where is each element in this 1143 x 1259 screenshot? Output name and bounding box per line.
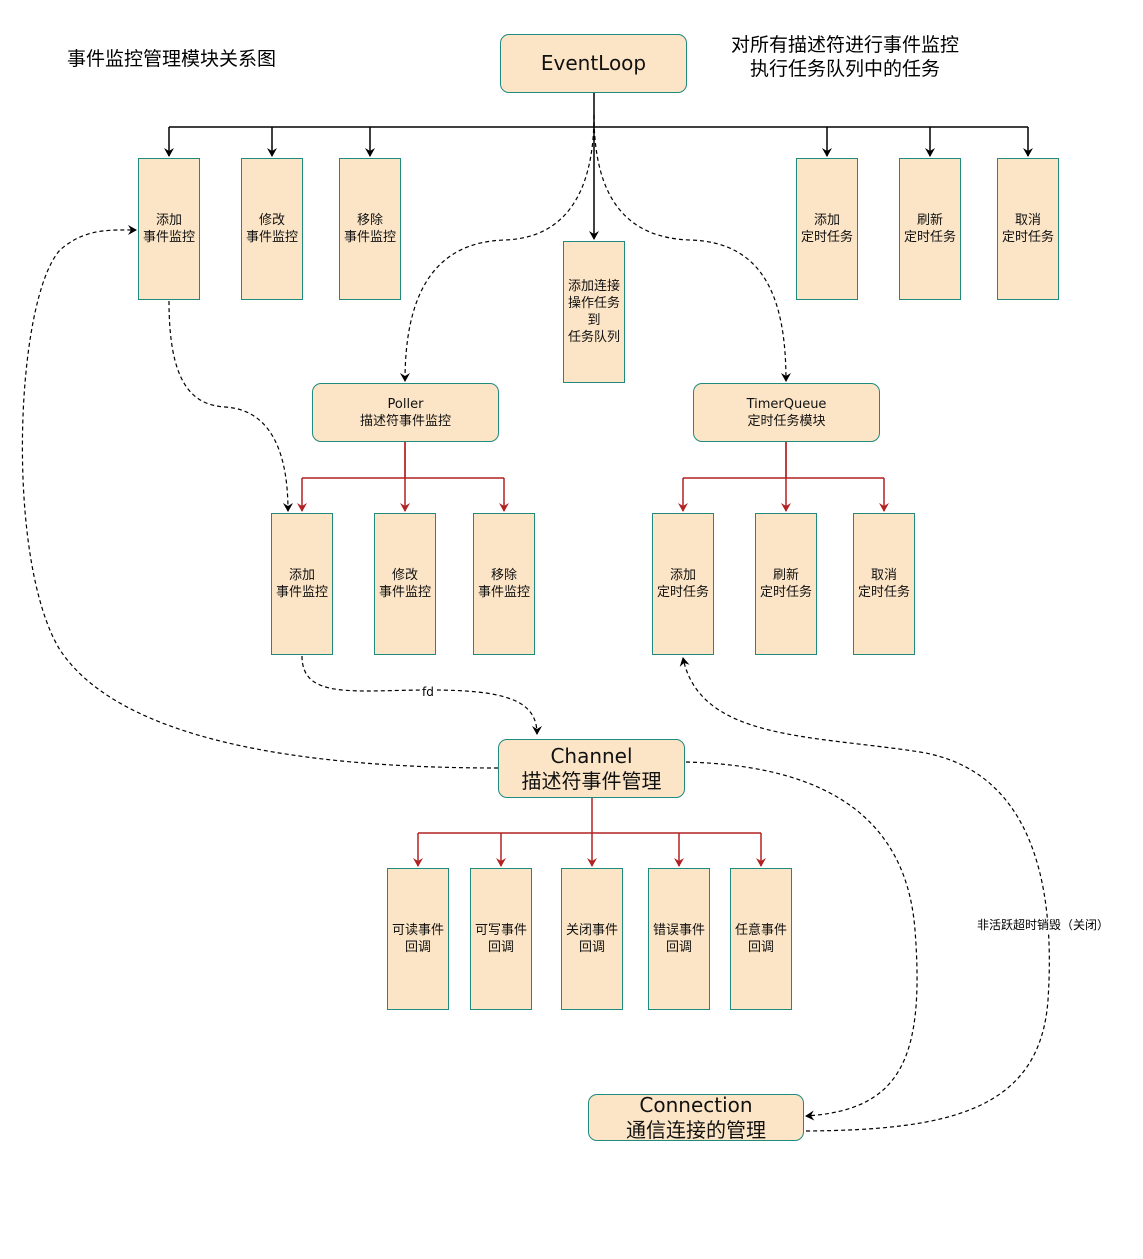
edge-eventloop-to-poller xyxy=(400,114,595,382)
diagram-title: 事件监控管理模块关系图 xyxy=(67,48,277,70)
edge-eventloop-to-timerqueue xyxy=(593,114,791,382)
top-cancel-timer: 取消 定时任务 xyxy=(997,158,1059,300)
poller-node: Poller 描述符事件监控 xyxy=(312,383,499,442)
timer-cancel-timer: 取消 定时任务 xyxy=(853,513,915,655)
timer-refresh-timer: 刷新 定时任务 xyxy=(755,513,817,655)
eventloop-node: EventLoop xyxy=(500,34,687,93)
edge-poller-add-to-channel-fd xyxy=(301,655,542,735)
dashed-relation-edges xyxy=(21,114,1050,1132)
top-add-event-monitor: 添加 事件监控 xyxy=(138,158,200,300)
timerqueue-node: TimerQueue 定时任务模块 xyxy=(693,383,880,442)
eventloop-fanout-edges xyxy=(164,93,1033,240)
eventloop-description: 对所有描述符进行事件监控 执行任务队列中的任务 xyxy=(700,33,990,81)
top-refresh-timer: 刷新 定时任务 xyxy=(899,158,961,300)
top-modify-event-monitor: 修改 事件监控 xyxy=(241,158,303,300)
poller-remove-event-monitor: 移除 事件监控 xyxy=(473,513,535,655)
channel-write-callback: 可写事件 回调 xyxy=(470,868,532,1010)
eventloop-desc-line2: 执行任务队列中的任务 xyxy=(749,58,940,80)
top-add-task-to-queue: 添加连接 操作任务 到 任务队列 xyxy=(563,241,625,383)
top-add-timer: 添加 定时任务 xyxy=(796,158,858,300)
timerqueue-fanout-edges xyxy=(678,442,889,512)
channel-node: Channel 描述符事件管理 xyxy=(498,739,685,798)
channel-error-callback: 错误事件 回调 xyxy=(648,868,710,1010)
poller-modify-event-monitor: 修改 事件监控 xyxy=(374,513,436,655)
top-remove-event-monitor: 移除 事件监控 xyxy=(339,158,401,300)
edge-add-event-to-poller-add xyxy=(168,300,293,512)
channel-fanout-edges xyxy=(413,797,766,867)
edge-channel-to-add-event xyxy=(21,224,499,769)
connection-node: Connection 通信连接的管理 xyxy=(588,1093,804,1142)
poller-add-event-monitor: 添加 事件监控 xyxy=(271,513,333,655)
channel-read-callback: 可读事件 回调 xyxy=(387,868,449,1010)
timer-add-timer: 添加 定时任务 xyxy=(652,513,714,655)
eventloop-desc-line1: 对所有描述符进行事件监控 xyxy=(730,34,959,56)
edge-channel-to-connection xyxy=(685,761,918,1121)
poller-fanout-edges xyxy=(297,442,509,512)
edge-label-inactive-timeout: 非活跃超时销毁（关闭） xyxy=(976,918,1111,932)
channel-any-callback: 任意事件 回调 xyxy=(730,868,792,1010)
channel-close-callback: 关闭事件 回调 xyxy=(561,868,623,1010)
edge-label-fd: fd xyxy=(421,685,435,699)
